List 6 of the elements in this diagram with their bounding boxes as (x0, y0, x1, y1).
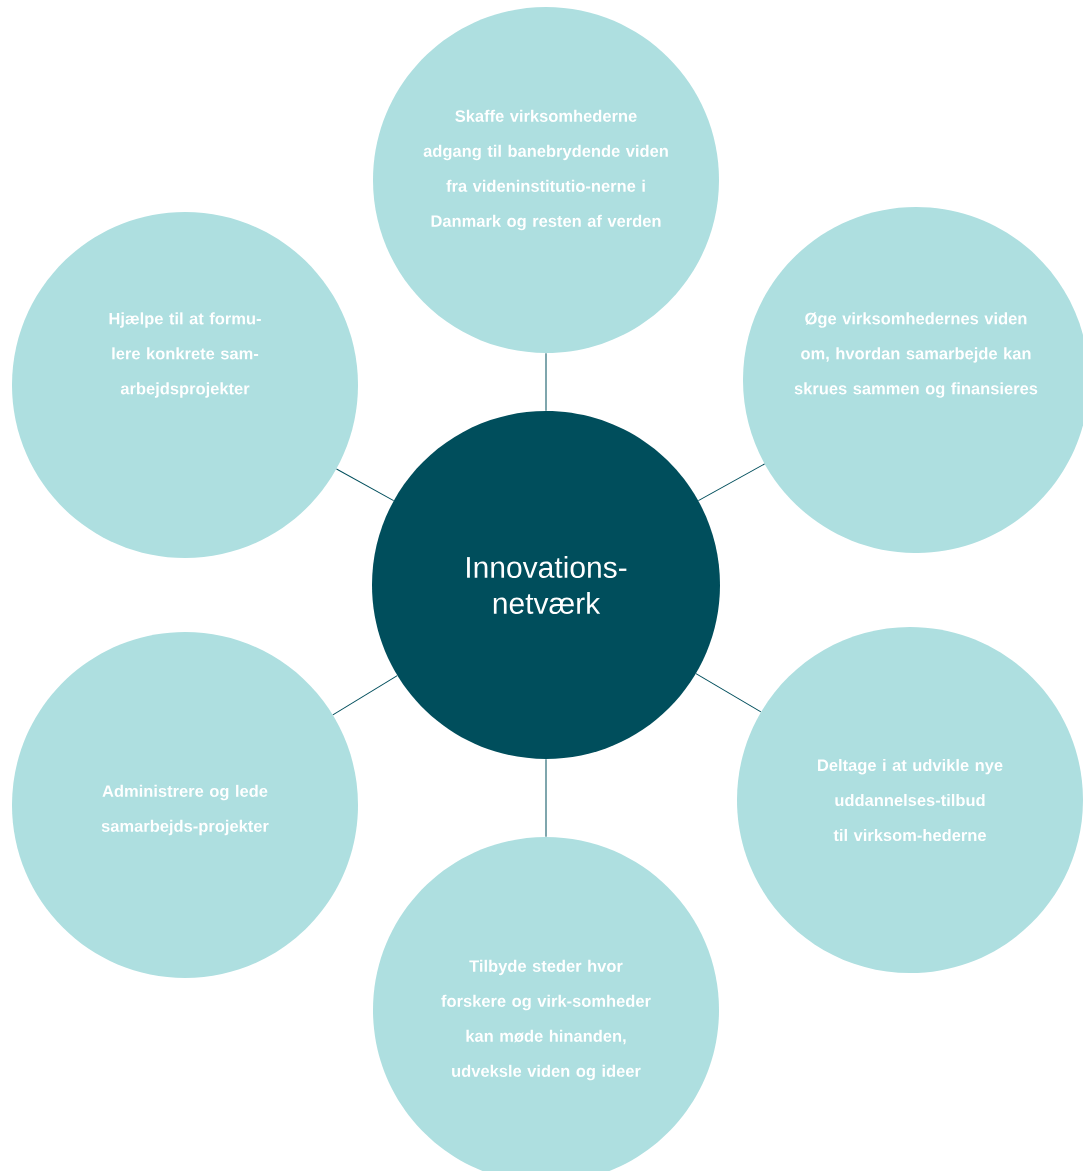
connector-line (336, 468, 395, 502)
connector-line (332, 675, 398, 716)
connector-line (545, 352, 547, 412)
connector-line (545, 758, 547, 838)
connector-line (695, 673, 762, 713)
connector-line (697, 463, 765, 502)
